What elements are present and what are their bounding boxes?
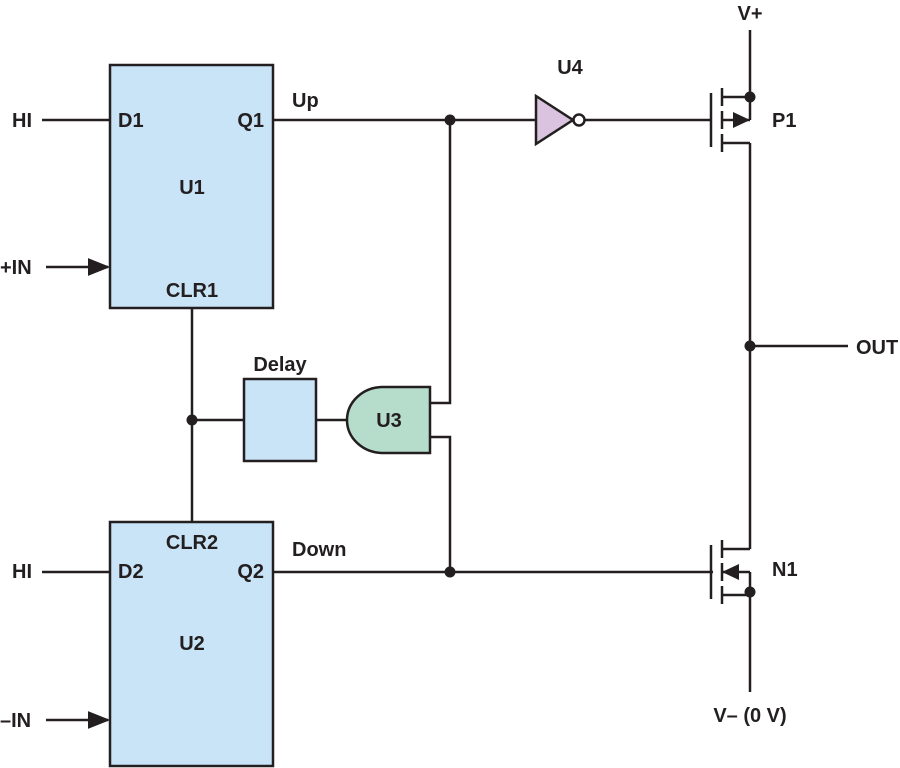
n1-label: N1: [772, 559, 798, 581]
u2-d-pin: D2: [118, 561, 144, 583]
out-label: OUT: [856, 337, 898, 359]
u1-d-pin: D1: [118, 110, 144, 132]
u2-q-pin: Q2: [237, 561, 264, 583]
u1-body: [108, 63, 275, 310]
down-junction-dot: [444, 566, 456, 578]
out-junction-dot: [744, 340, 756, 352]
flip-flop-u2: U2 CLR2 D2 Q2: [108, 520, 275, 768]
v-minus-label: V– (0 V): [713, 705, 786, 727]
v-plus-label: V+: [737, 3, 762, 25]
u2-clr-pin: CLR2: [166, 532, 218, 554]
u1-name: U1: [179, 177, 205, 199]
delay-body: [242, 377, 318, 463]
inverter-u4: U4: [534, 57, 586, 147]
up-junction-dot: [444, 114, 456, 126]
u2-body: [108, 520, 275, 768]
u3-body: [345, 385, 432, 455]
hi-top-label: HI: [12, 110, 32, 132]
u2-name: U2: [179, 633, 205, 655]
pmos-p1: P1: [709, 88, 796, 152]
down-label: Down: [292, 539, 346, 561]
flip-flop-u1: U1 D1 Q1 CLR1: [108, 63, 275, 310]
clr-junction-dot: [186, 414, 198, 426]
p1-arrow: [733, 112, 750, 128]
minus-in-label: –IN: [0, 710, 31, 732]
n1-arrow: [722, 564, 739, 580]
u4-bubble: [572, 113, 586, 127]
nmos-n1: N1: [709, 540, 798, 604]
u3-input-down-wire: [430, 435, 452, 572]
u3-label: U3: [376, 410, 402, 432]
u4-body: [534, 93, 576, 147]
up-label: Up: [292, 90, 319, 112]
u1-q-pin: Q1: [237, 110, 264, 132]
u3-input-up-wire: [430, 120, 452, 405]
u4-label: U4: [557, 57, 583, 79]
delay-label: Delay: [253, 354, 307, 376]
and-gate-u3: U3: [345, 385, 432, 455]
plus-in-label: +IN: [0, 257, 32, 279]
u1-clr-pin: CLR1: [166, 280, 218, 302]
delay-block: Delay: [242, 354, 318, 463]
hi-bottom-label: HI: [12, 561, 32, 583]
p1-label: P1: [772, 110, 796, 132]
